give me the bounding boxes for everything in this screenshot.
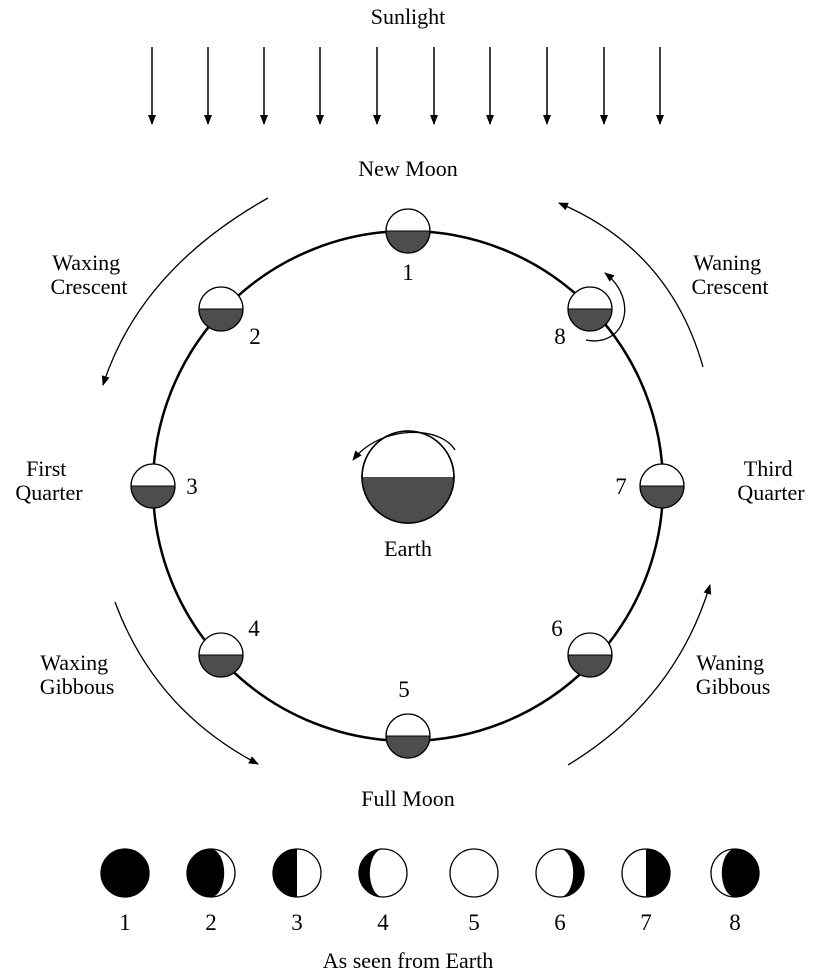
orbit-number: 4	[248, 616, 260, 641]
orbit-moon-icon	[386, 714, 430, 758]
view-number: 4	[377, 910, 389, 935]
view-number: 7	[640, 910, 652, 935]
orbit-number: 6	[551, 616, 563, 641]
view-number: 5	[468, 910, 480, 935]
waxing-gibbous-label: Waxing Gibbous	[40, 650, 115, 699]
orbit-number: 1	[402, 260, 414, 285]
orbit-number: 7	[615, 474, 627, 499]
view-number: 2	[205, 910, 217, 935]
moon-phase-icon	[101, 849, 149, 897]
sunlight-label: Sunlight	[371, 4, 446, 29]
moon-phase-icon	[359, 849, 407, 897]
sunlight-arrows	[152, 47, 660, 124]
moon-phase-icon	[450, 849, 498, 897]
orbit-number: 2	[249, 324, 261, 349]
view-moons	[101, 849, 759, 897]
orbit-moon-icon	[131, 464, 175, 508]
full-moon-label: Full Moon	[361, 786, 455, 811]
moon-phase-icon	[536, 849, 584, 897]
waning-gibbous-label: Waning Gibbous	[696, 650, 771, 699]
moon-phase-icon	[273, 849, 321, 897]
new-moon-label: New Moon	[358, 156, 458, 181]
view-number: 8	[729, 910, 741, 935]
waxing-crescent-label: Waxing Crescent	[51, 250, 128, 299]
view-number: 1	[119, 910, 131, 935]
first-quarter-label: First Quarter	[15, 456, 83, 505]
orbit-arrow-bottom-left	[115, 602, 258, 764]
moon-phase-icon	[187, 849, 235, 897]
orbit-moon-icon	[568, 633, 612, 677]
caption: As seen from Earth	[323, 948, 493, 973]
moon-phase-icon	[711, 849, 759, 897]
orbit-moon-icon	[199, 633, 243, 677]
waning-crescent-label: Waning Crescent	[692, 250, 769, 299]
view-number: 3	[291, 910, 303, 935]
earth-icon	[362, 431, 454, 523]
third-quarter-label: Third Quarter	[737, 456, 805, 505]
earth-label: Earth	[384, 536, 432, 561]
orbit-moon-icon	[386, 209, 430, 253]
moon-phase-icon	[622, 849, 670, 897]
orbit-moon-icon	[640, 464, 684, 508]
orbit-number: 8	[554, 324, 566, 349]
orbit-moon-icon	[199, 287, 243, 331]
orbit-number: 3	[186, 474, 198, 499]
orbit-arrow-top-right	[559, 203, 703, 367]
orbit-number: 5	[398, 677, 410, 702]
orbit-moon-icon	[568, 287, 612, 331]
view-number: 6	[554, 910, 566, 935]
